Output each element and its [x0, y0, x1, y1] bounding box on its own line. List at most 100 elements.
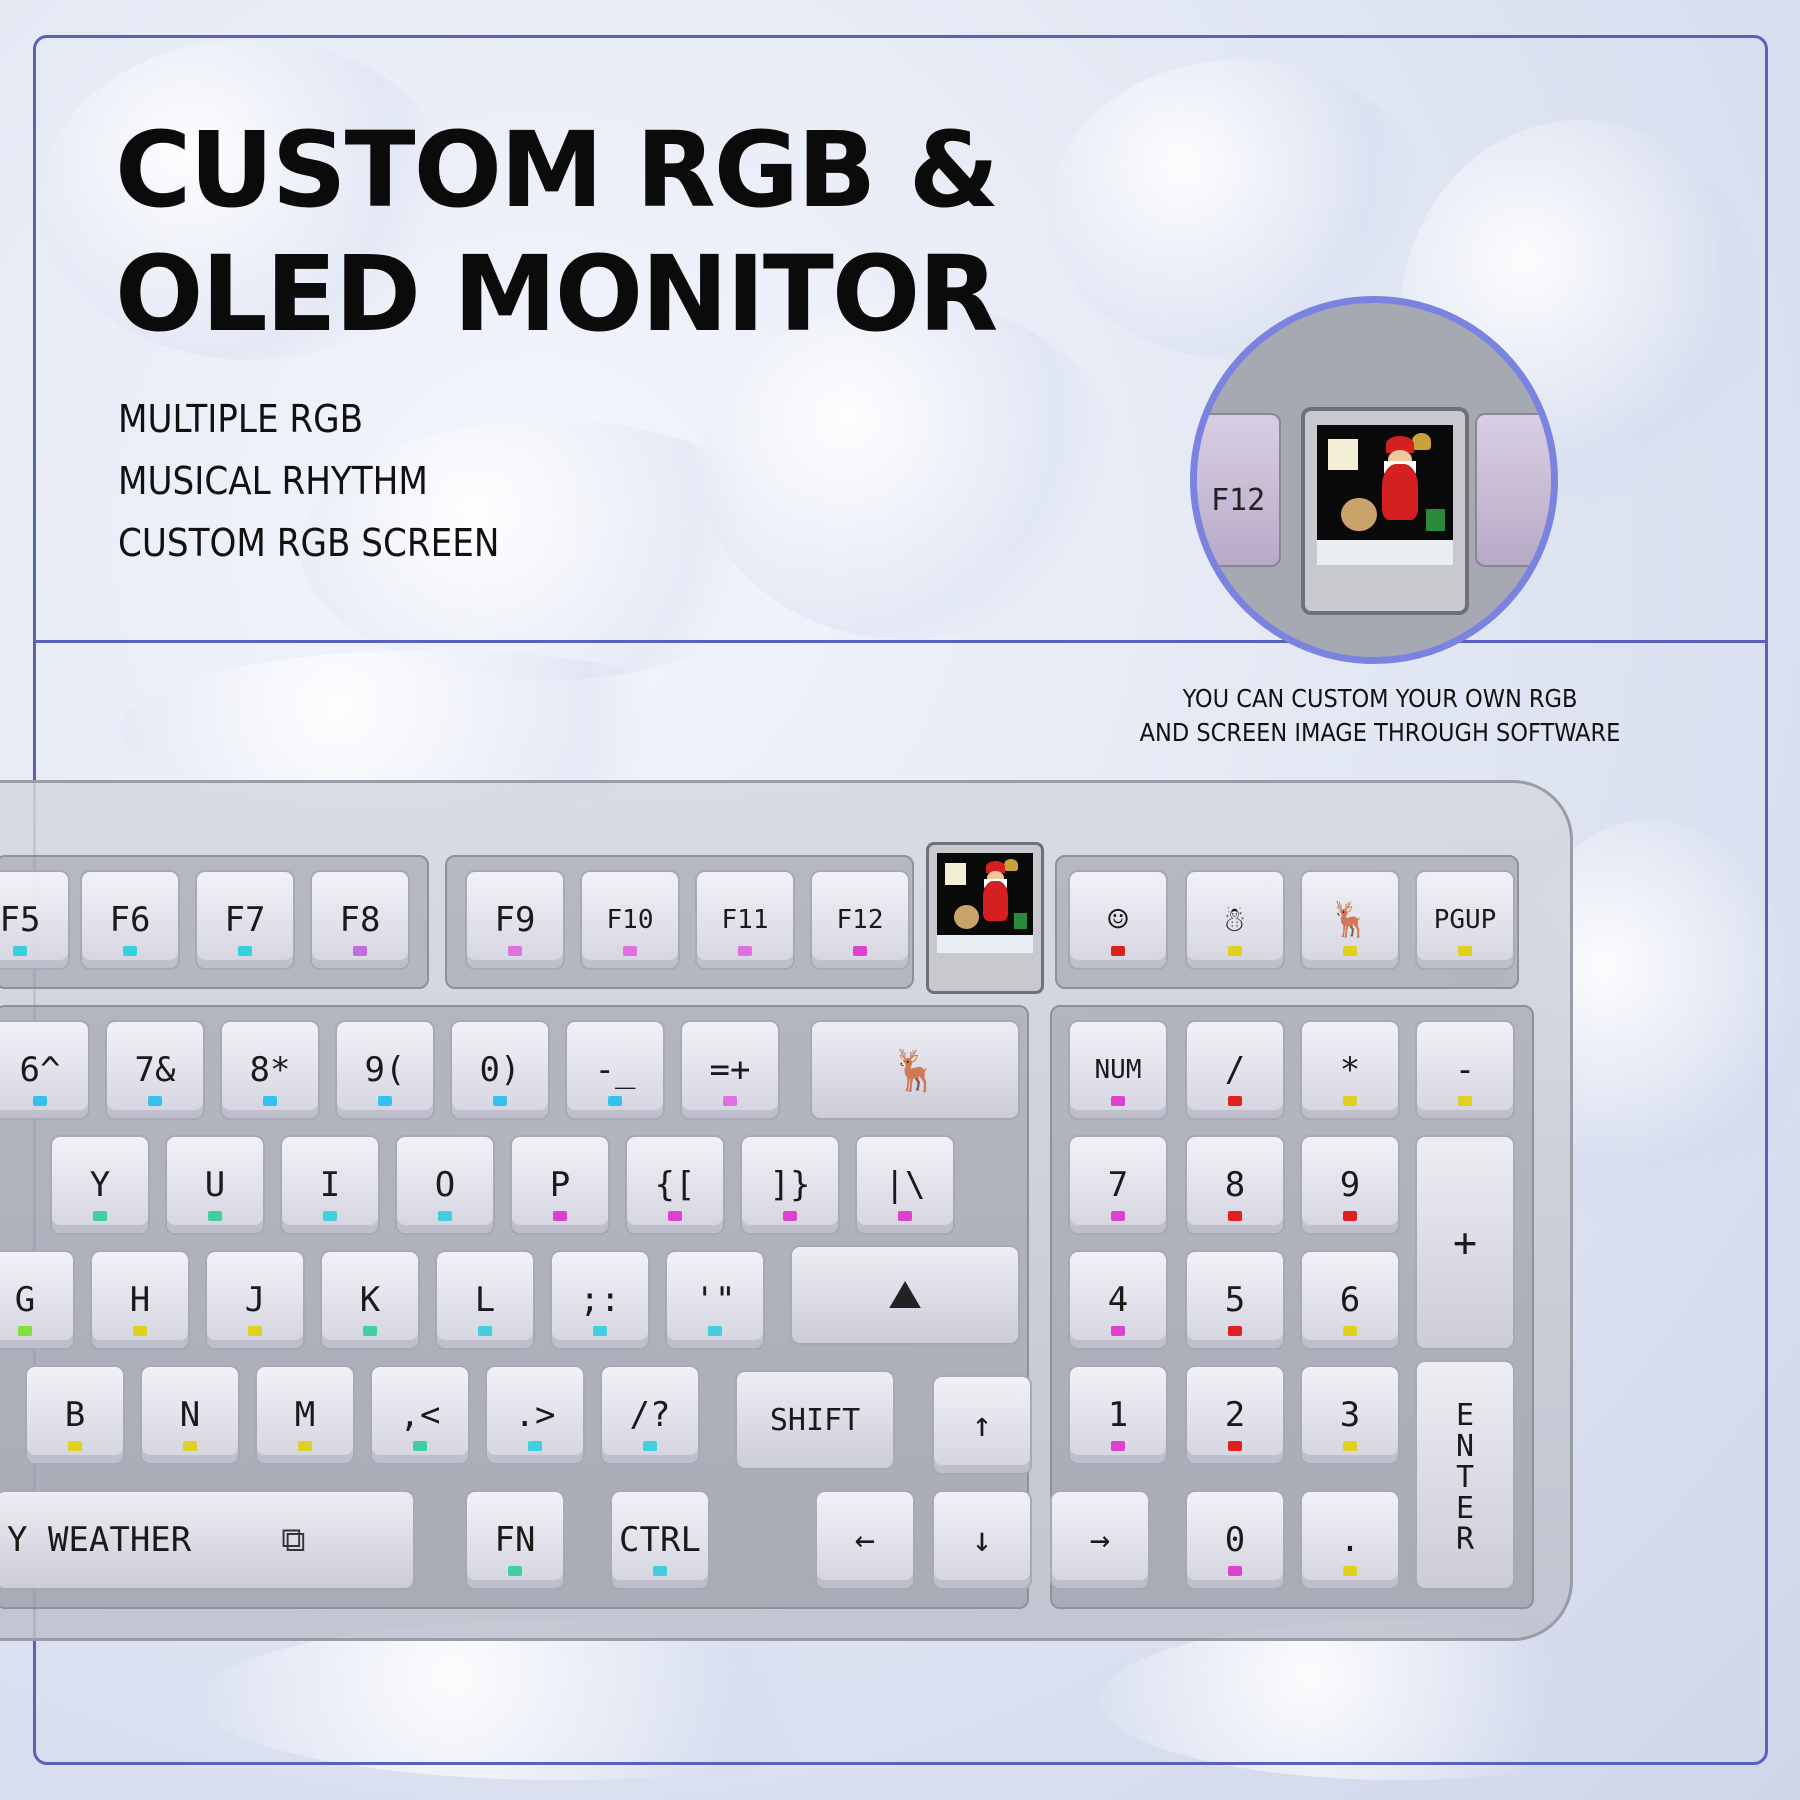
key-legend: 5 — [1224, 1280, 1246, 1320]
numpad-plus-key[interactable]: + — [1415, 1135, 1515, 1350]
key-legend: .> — [514, 1395, 556, 1435]
key[interactable]: ☃ — [1185, 870, 1285, 970]
key[interactable]: P — [510, 1135, 610, 1235]
mountain-icon: ⛰ — [888, 1272, 922, 1318]
key[interactable]: .> — [485, 1365, 585, 1465]
key[interactable]: 9( — [335, 1020, 435, 1120]
key[interactable]: 0) — [450, 1020, 550, 1120]
key[interactable]: ;: — [550, 1250, 650, 1350]
key[interactable]: {[ — [625, 1135, 725, 1235]
key[interactable]: 8 — [1185, 1135, 1285, 1235]
key[interactable]: 1 — [1068, 1365, 1168, 1465]
key-legend: 9( — [364, 1050, 406, 1090]
key[interactable]: ]} — [740, 1135, 840, 1235]
key[interactable]: 2 — [1185, 1365, 1285, 1465]
key-led — [123, 946, 137, 956]
key[interactable]: ☺ — [1068, 870, 1168, 970]
key-led — [1228, 1441, 1242, 1451]
key[interactable]: J — [205, 1250, 305, 1350]
key-led — [363, 1326, 377, 1336]
key[interactable]: /? — [600, 1365, 700, 1465]
ctrl-key[interactable]: CTRL — [610, 1490, 710, 1590]
key[interactable]: L — [435, 1250, 535, 1350]
key-led — [1343, 1326, 1357, 1336]
key[interactable]: 3 — [1300, 1365, 1400, 1465]
key[interactable]: N — [140, 1365, 240, 1465]
key-legend: 8 — [1224, 1165, 1246, 1205]
key[interactable]: K — [320, 1250, 420, 1350]
key[interactable]: F5 — [0, 870, 70, 970]
arrow-down-key[interactable]: ↓ — [932, 1490, 1032, 1590]
key[interactable]: * — [1300, 1020, 1400, 1120]
arrow-left-icon: ← — [854, 1520, 876, 1560]
key[interactable]: NUM — [1068, 1020, 1168, 1120]
key-led — [438, 1211, 452, 1221]
key[interactable]: F7 — [195, 870, 295, 970]
key[interactable]: - — [1415, 1020, 1515, 1120]
key-led — [1228, 1566, 1242, 1576]
oled-screen-key[interactable] — [926, 842, 1044, 994]
key-legend: NUM — [1094, 1055, 1142, 1085]
numpad-enter-key[interactable]: ENTER — [1415, 1360, 1515, 1590]
backspace-key[interactable]: 🦌 — [810, 1020, 1020, 1120]
feature-item: CUSTOM RGB SCREEN — [118, 521, 500, 565]
key-legend: ,< — [399, 1395, 441, 1435]
key[interactable]: 6 — [1300, 1250, 1400, 1350]
key[interactable]: F12 — [810, 870, 910, 970]
key[interactable]: F8 — [310, 870, 410, 970]
key[interactable]: Y — [50, 1135, 150, 1235]
key[interactable]: -_ — [565, 1020, 665, 1120]
key[interactable]: 9 — [1300, 1135, 1400, 1235]
key-legend: '" — [694, 1280, 736, 1320]
key[interactable]: F9 — [465, 870, 565, 970]
fn-key[interactable]: FN — [465, 1490, 565, 1590]
feature-item: MUSICAL RHYTHM — [118, 459, 428, 503]
key[interactable]: O — [395, 1135, 495, 1235]
zoom-right-keycap — [1475, 413, 1551, 567]
key-led — [298, 1441, 312, 1451]
key[interactable]: F11 — [695, 870, 795, 970]
key[interactable]: =+ — [680, 1020, 780, 1120]
zoom-key-legend: F12 — [1211, 483, 1266, 518]
key[interactable]: 5 — [1185, 1250, 1285, 1350]
key[interactable]: . — [1300, 1490, 1400, 1590]
key[interactable]: |\ — [855, 1135, 955, 1235]
key-led — [148, 1096, 162, 1106]
key-legend: 4 — [1107, 1280, 1129, 1320]
key[interactable]: 0 — [1185, 1490, 1285, 1590]
key-led — [668, 1211, 682, 1221]
key[interactable]: 8* — [220, 1020, 320, 1120]
arrow-left-key[interactable]: ← — [815, 1490, 915, 1590]
key[interactable]: M — [255, 1365, 355, 1465]
key[interactable]: PGUP — [1415, 870, 1515, 970]
key[interactable]: H — [90, 1250, 190, 1350]
key-legend: * — [1339, 1050, 1361, 1090]
arrow-up-key[interactable]: ↑ — [932, 1375, 1032, 1475]
key[interactable]: F6 — [80, 870, 180, 970]
key-led — [248, 1326, 262, 1336]
key[interactable]: '" — [665, 1250, 765, 1350]
key[interactable]: 6^ — [0, 1020, 90, 1120]
key-led — [643, 1441, 657, 1451]
key[interactable]: ,< — [370, 1365, 470, 1465]
arrow-right-key[interactable]: → — [1050, 1490, 1150, 1590]
enter-key[interactable]: ⛰ — [790, 1245, 1020, 1345]
key[interactable]: U — [165, 1135, 265, 1235]
key[interactable]: B — [25, 1365, 125, 1465]
key[interactable]: / — [1185, 1020, 1285, 1120]
key[interactable]: 4 — [1068, 1250, 1168, 1350]
key[interactable]: 7& — [105, 1020, 205, 1120]
right-shift-key[interactable]: SHIFT — [735, 1370, 895, 1470]
key-legend: J — [244, 1280, 266, 1320]
key[interactable]: F10 — [580, 870, 680, 970]
key[interactable]: G — [0, 1250, 75, 1350]
key-led — [183, 1441, 197, 1451]
key[interactable]: 7 — [1068, 1135, 1168, 1235]
key[interactable]: 🦌 — [1300, 870, 1400, 970]
key-led — [33, 1096, 47, 1106]
spacebar[interactable]: Y WEATHER ⧉ — [0, 1490, 415, 1590]
enter-label: ENTER — [1447, 1397, 1483, 1553]
key[interactable]: I — [280, 1135, 380, 1235]
key-led — [1228, 1326, 1242, 1336]
key-led — [263, 1096, 277, 1106]
